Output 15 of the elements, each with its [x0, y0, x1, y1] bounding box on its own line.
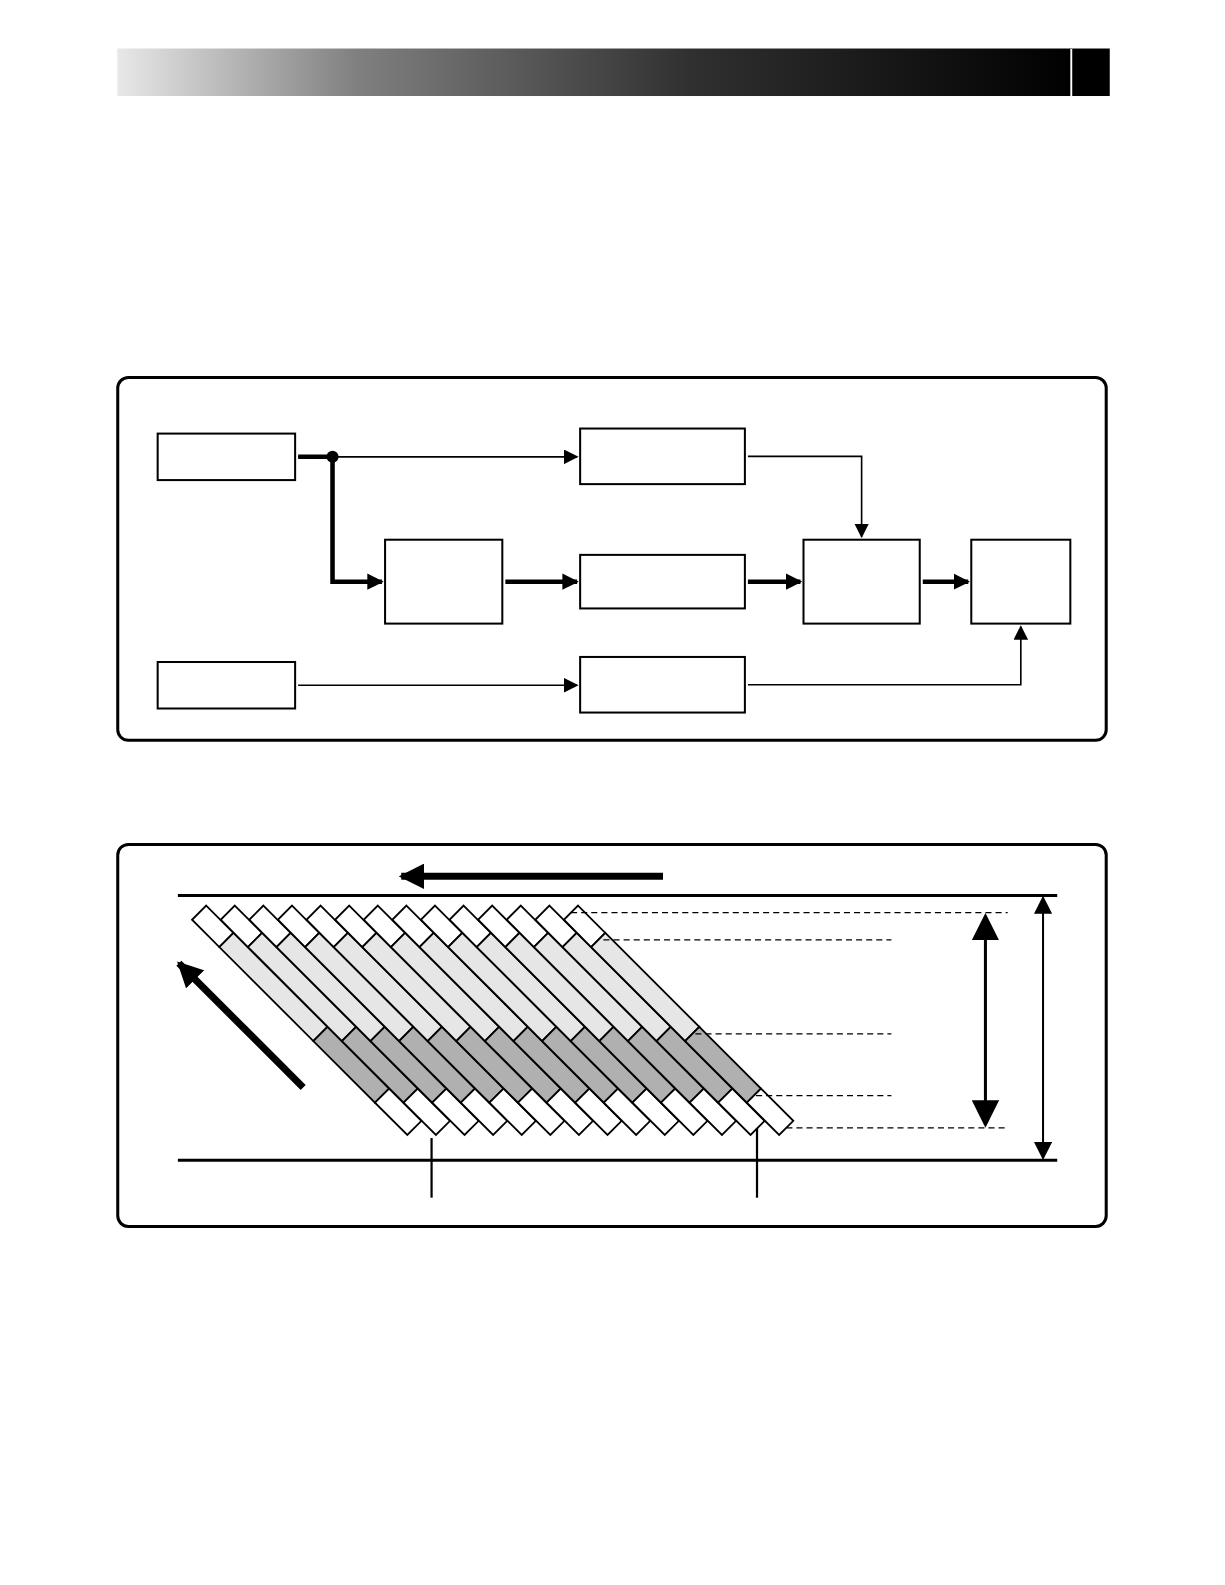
block-box: [156, 432, 297, 482]
block-box: [970, 538, 1072, 625]
block-box: [802, 538, 921, 625]
arrow: [297, 678, 579, 693]
arrow: [922, 573, 970, 590]
block-box: [156, 661, 297, 710]
arrow: [747, 625, 1029, 686]
block-box: [579, 427, 746, 486]
block-box: [579, 655, 746, 714]
block-box: [384, 538, 504, 625]
arrow: [298, 454, 384, 590]
arrow: [505, 573, 579, 590]
block-box: [579, 553, 746, 610]
arrow: [747, 455, 869, 539]
arrow: [747, 573, 803, 590]
